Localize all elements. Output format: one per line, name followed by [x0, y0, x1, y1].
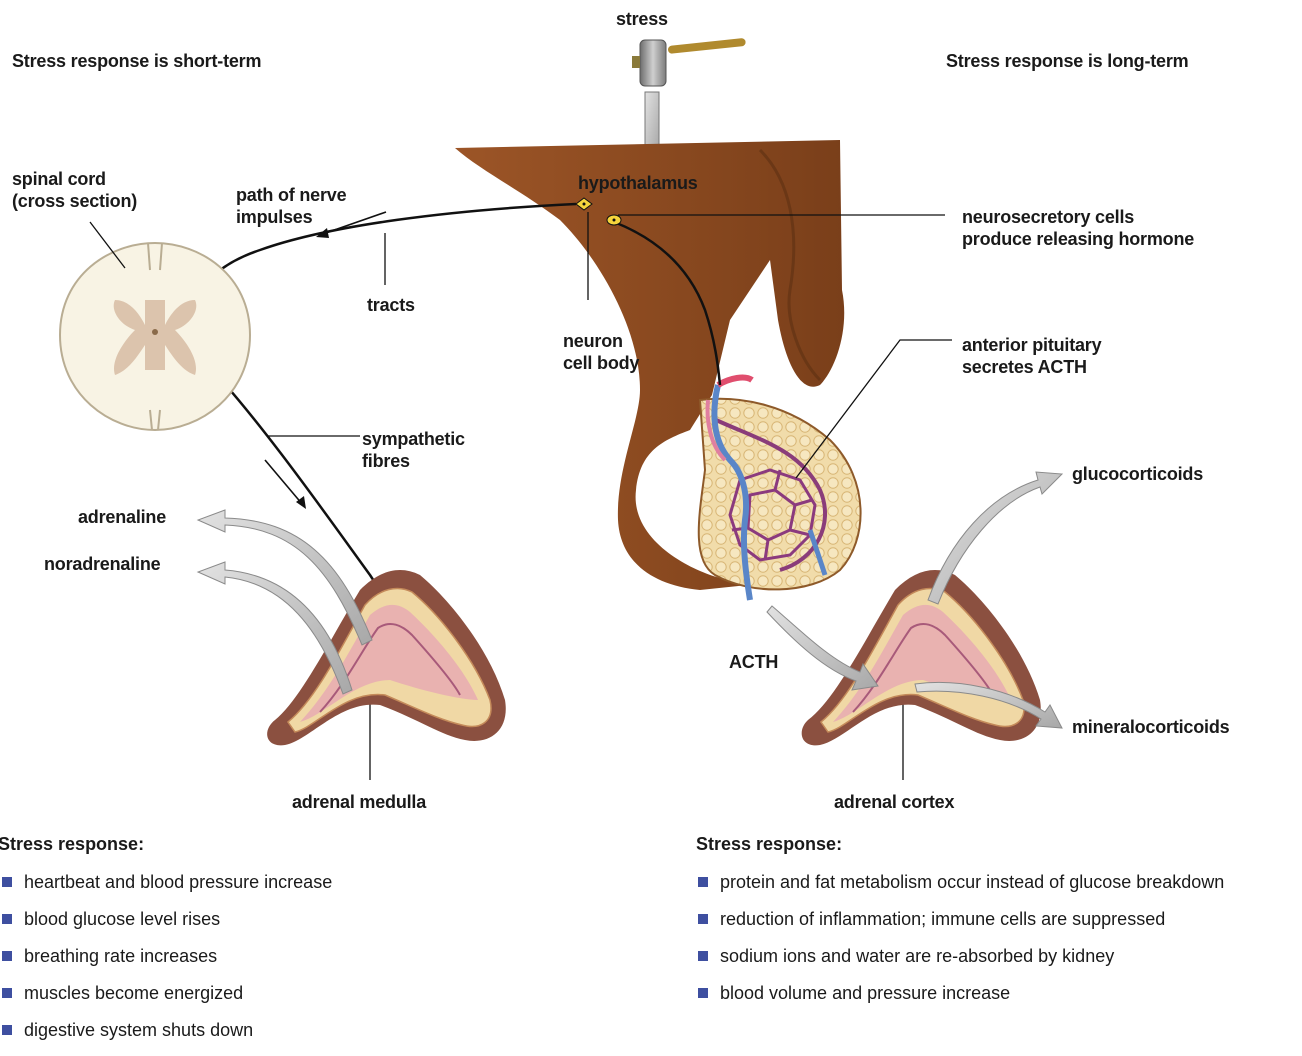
short-term-heading: Stress response is short-term	[12, 50, 261, 72]
anterior-pituitary-label: anterior pituitary secretes ACTH	[962, 334, 1101, 378]
anterior-pituitary	[699, 378, 861, 600]
mineralocorticoids-label: mineralocorticoids	[1072, 716, 1229, 738]
spinal-cord-label: spinal cord (cross section)	[12, 168, 137, 212]
bullet-icon	[2, 914, 12, 924]
list-item: protein and fat metabolism occur instead…	[698, 871, 1280, 894]
hypothalamus-label: hypothalamus	[578, 172, 698, 194]
bullet-icon	[698, 988, 708, 998]
stress-label: stress	[616, 8, 668, 30]
list-item: heartbeat and blood pressure increase	[2, 871, 482, 894]
bullet-icon	[698, 877, 708, 887]
glucocorticoids-label: glucocorticoids	[1072, 463, 1203, 485]
long-term-response-list: protein and fat metabolism occur instead…	[698, 871, 1298, 1019]
bullet-icon	[2, 1025, 12, 1035]
bullet-icon	[2, 951, 12, 961]
list-item: sodium ions and water are re-absorbed by…	[698, 945, 1298, 968]
path-of-nerve-impulses-label: path of nerve impulses	[236, 184, 346, 228]
neuron-cell-body-label: neuron cell body	[563, 330, 639, 374]
noradrenaline-label: noradrenaline	[44, 553, 160, 575]
list-item: blood volume and pressure increase	[698, 982, 1298, 1005]
adrenal-cortex-label: adrenal cortex	[834, 791, 954, 813]
long-term-response-title: Stress response:	[696, 834, 842, 855]
acth-label: ACTH	[729, 651, 778, 673]
list-item: breathing rate increases	[2, 945, 482, 968]
list-item: reduction of inflammation; immune cells …	[698, 908, 1298, 931]
adrenal-gland-medulla	[267, 570, 506, 745]
long-term-heading: Stress response is long-term	[946, 50, 1188, 72]
sympathetic-fibres-label: sympathetic fibres	[362, 428, 465, 472]
bullet-icon	[698, 951, 708, 961]
short-term-response-title: Stress response:	[0, 834, 144, 855]
bullet-icon	[2, 988, 12, 998]
adrenal-gland-cortex	[802, 570, 1041, 745]
list-item: blood glucose level rises	[2, 908, 482, 931]
adrenaline-label: adrenaline	[78, 506, 166, 528]
adrenal-medulla-label: adrenal medulla	[292, 791, 426, 813]
short-term-response-list: heartbeat and blood pressure increase bl…	[2, 871, 482, 1056]
spinal-cord-cross-section	[60, 243, 250, 430]
neurosecretory-cells-label: neurosecretory cells produce releasing h…	[962, 206, 1194, 250]
bullet-icon	[698, 914, 708, 924]
list-item: digestive system shuts down	[2, 1019, 482, 1042]
list-item: muscles become energized	[2, 982, 482, 1005]
bullet-icon	[2, 877, 12, 887]
hammer-icon	[632, 38, 746, 86]
tracts-label: tracts	[367, 294, 415, 316]
